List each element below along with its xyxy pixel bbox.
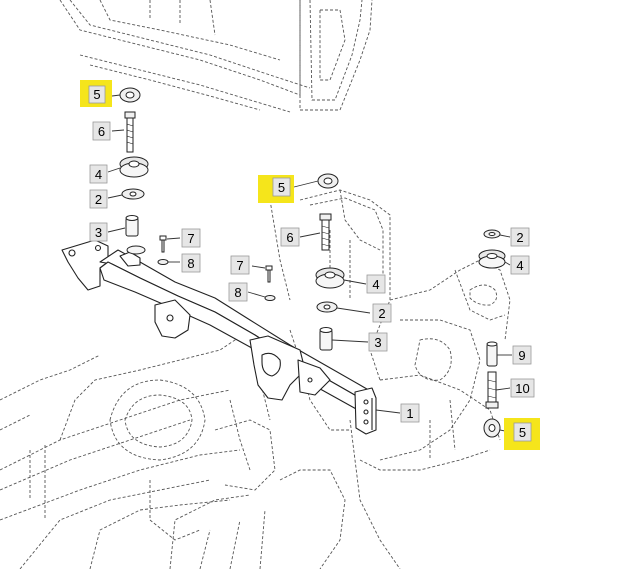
callout-label: 8 <box>187 256 194 271</box>
callout-label: 1 <box>406 406 413 421</box>
callout-3: 3 <box>368 332 388 352</box>
callout-label: 4 <box>516 258 523 273</box>
callout-2: 2 <box>510 227 530 247</box>
crossmember-bracket <box>61 239 377 435</box>
callout-8: 8 <box>228 282 248 302</box>
callout-label: 2 <box>378 306 385 321</box>
background-frame-dashed <box>0 0 511 569</box>
left-hardware-stack <box>119 87 169 265</box>
callouts: 5 6 4 2 3 7 8 <box>80 80 540 450</box>
callout-label: 7 <box>187 231 194 246</box>
callout-label: 2 <box>95 192 102 207</box>
callout-7: 7 <box>230 255 250 275</box>
callout-label: 10 <box>515 381 529 396</box>
callout-label: 6 <box>286 230 293 245</box>
callout-4: 4 <box>89 164 108 184</box>
callout-label: 9 <box>518 348 525 363</box>
callout-label: 5 <box>519 425 526 440</box>
callout-10: 10 <box>510 378 535 398</box>
middle-hardware-stack <box>264 173 345 351</box>
callout-label: 5 <box>278 180 285 195</box>
callout-6: 6 <box>280 227 300 247</box>
callout-3: 3 <box>89 222 108 242</box>
right-hardware-stack <box>478 229 506 438</box>
callout-label: 3 <box>95 225 102 240</box>
callout-4: 4 <box>366 274 386 294</box>
callout-label: 2 <box>516 230 523 245</box>
callout-label: 4 <box>372 277 379 292</box>
callout-5-highlighted: 5 <box>258 175 294 203</box>
callout-8: 8 <box>181 253 201 273</box>
callout-label: 5 <box>93 87 100 102</box>
callout-5-highlighted: 5 <box>80 80 112 107</box>
callout-label: 3 <box>374 335 381 350</box>
callout-2: 2 <box>89 189 108 209</box>
callout-7: 7 <box>181 228 201 248</box>
callout-9: 9 <box>512 345 532 365</box>
callout-label: 8 <box>234 285 241 300</box>
callout-1: 1 <box>400 403 420 423</box>
callout-4: 4 <box>510 255 530 275</box>
leader-lines <box>107 94 512 433</box>
callout-label: 4 <box>95 167 102 182</box>
callout-2: 2 <box>372 303 392 323</box>
callout-label: 6 <box>98 124 105 139</box>
callout-5-highlighted: 5 <box>504 418 540 450</box>
callout-6: 6 <box>92 121 111 141</box>
callout-label: 7 <box>236 258 243 273</box>
